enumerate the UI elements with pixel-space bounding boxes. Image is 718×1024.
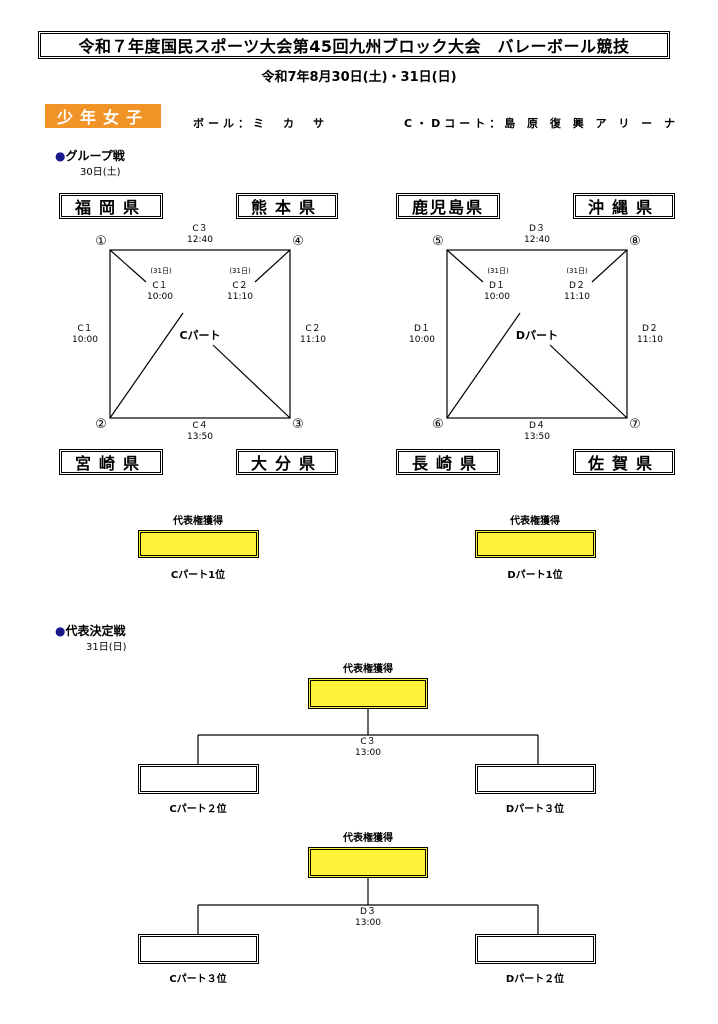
d-part-label: Dパート [515, 329, 559, 342]
match-day-note: (31日) [487, 267, 509, 275]
team-kagoshima: 鹿児島県 [396, 193, 500, 219]
match-day-note: (31日) [566, 267, 588, 275]
team-miyazaki: 宮崎県 [59, 449, 163, 475]
page-title: 令和７年度国民スポーツ大会第45回九州ブロック大会 バレーボール競技 [38, 31, 670, 59]
team-okinawa: 沖縄県 [573, 193, 675, 219]
team-kumamoto: 熊本県 [236, 193, 338, 219]
group-section-day: 30日(土) [80, 167, 121, 178]
final-section-title: ●代表決定戦 [55, 624, 126, 638]
event-date: 令和7年8月30日(土)・31日(日) [261, 70, 457, 85]
c-winner-label: Cパート1位 [170, 570, 226, 581]
final1-left-box [138, 764, 259, 794]
c-qualify-label: 代表権獲得 [173, 516, 223, 527]
court-info: C・Dコート：島 原 復 興 ア リ ー ナ [404, 117, 680, 130]
c-part-label: Cパート [179, 329, 221, 342]
final2-qualify-label: 代表権獲得 [343, 833, 393, 844]
match-day-note: (31日) [150, 267, 172, 275]
match-day-note: (31日) [229, 267, 251, 275]
seed-number: ③ [292, 417, 304, 432]
team-fukuoka: 福岡県 [59, 193, 163, 219]
seed-number: ⑤ [432, 234, 444, 249]
seed-number: ⑧ [629, 234, 641, 249]
final1-qualify-label: 代表権獲得 [343, 664, 393, 675]
final2-left-box [138, 934, 259, 964]
bullet-icon: ● [55, 624, 66, 638]
final2-right-label: Dパート２位 [505, 974, 565, 985]
seed-number: ② [95, 417, 107, 432]
final2-left-label: Cパート３位 [169, 974, 227, 985]
d-qualify-box [475, 530, 596, 558]
c-qualify-box [138, 530, 259, 558]
team-oita: 大分県 [236, 449, 338, 475]
category-label: 少年女子 [45, 104, 161, 128]
final1-qualify-box [308, 678, 428, 709]
final1-right-box [475, 764, 596, 794]
final2-qualify-box [308, 847, 428, 878]
seed-number: ④ [292, 234, 304, 249]
group-section-title: ●グループ戦 [55, 149, 125, 163]
seed-number: ⑦ [629, 417, 641, 432]
group-c-square [109, 249, 291, 419]
group-d-square [446, 249, 628, 419]
final1-left-label: Cパート２位 [169, 804, 227, 815]
team-nagasaki: 長崎県 [396, 449, 500, 475]
d-qualify-label: 代表権獲得 [510, 516, 560, 527]
seed-number: ⑥ [432, 417, 444, 432]
final1-right-label: Dパート３位 [505, 804, 565, 815]
ball-info: ボール：ミ カ サ [193, 117, 328, 130]
seed-number: ① [95, 234, 107, 249]
final2-right-box [475, 934, 596, 964]
d-winner-label: Dパート1位 [507, 570, 563, 581]
final-section-day: 31日(日) [86, 642, 127, 653]
bullet-icon: ● [55, 149, 66, 163]
team-saga: 佐賀県 [573, 449, 675, 475]
